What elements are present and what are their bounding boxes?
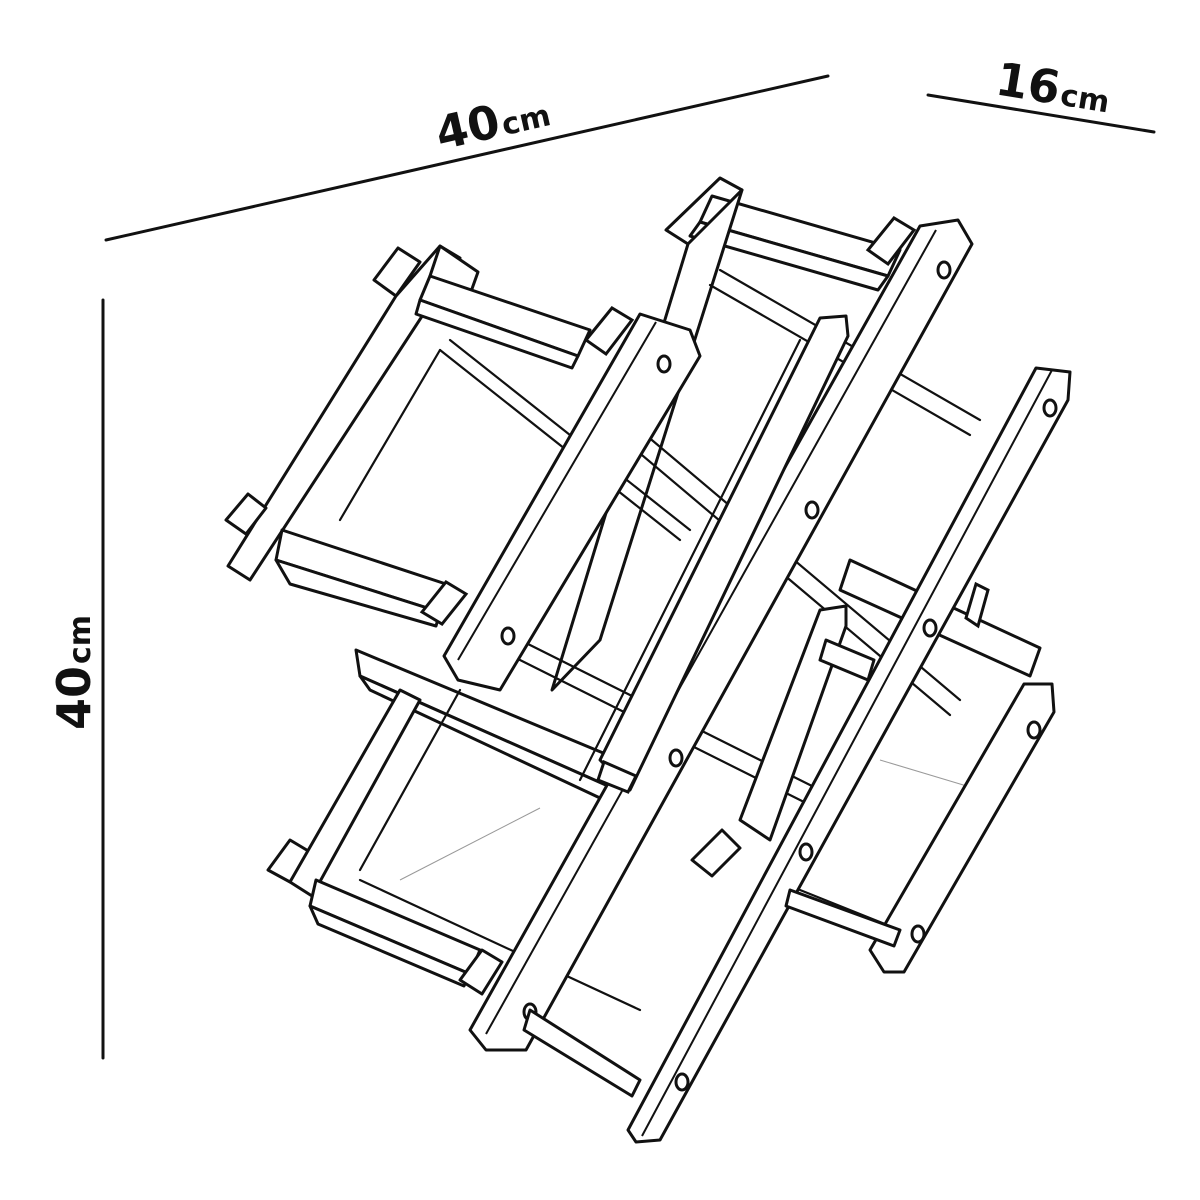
lower-rail-e-joint <box>818 638 876 682</box>
front-rail-c-hole-2 <box>922 618 938 638</box>
right-wing-bottom-crossbar <box>784 888 902 948</box>
depth-dimension: 16cm <box>926 52 1156 134</box>
rack-front-bottom-slat <box>522 759 642 1098</box>
width-unit: cm <box>498 98 554 143</box>
lower-left-bottom-crossbar-side <box>308 904 472 988</box>
left-wing-top-crossbar-side <box>414 298 580 370</box>
front-rail-a-body <box>442 312 702 692</box>
front-rail-a-bottom-peg <box>419 580 469 626</box>
left-wing-inner-rail <box>338 348 442 522</box>
rack-left-wing <box>224 244 622 800</box>
middle-rail-d-shadow <box>578 338 802 782</box>
front-rail-c-hole-1 <box>1042 398 1058 418</box>
front-rail-c-hole-4 <box>674 1072 690 1092</box>
front-rail-b-hole-2 <box>804 500 820 520</box>
depth-dimension-label: 16cm <box>992 52 1114 124</box>
rack-lower-rail-e <box>738 604 876 842</box>
brace-1 <box>438 348 682 542</box>
left-wing-top-cap <box>372 246 422 298</box>
rack-lower-left-frame <box>266 688 504 996</box>
front-rail-a-hole-bottom <box>500 626 516 646</box>
height-dimension-label: 40cm <box>47 615 101 730</box>
right-wing-rail <box>868 682 1056 974</box>
depth-dimension-line <box>926 93 1156 134</box>
front-rail-b-hole-1 <box>936 260 952 280</box>
front-rail-a-top-peg <box>583 306 635 357</box>
brace-2b <box>708 283 972 437</box>
right-wing-back-peg <box>964 581 990 629</box>
wine-rack-illustration <box>224 176 1072 1144</box>
left-wing-mid-cap <box>224 492 268 536</box>
right-wing-hole-bottom <box>910 924 926 944</box>
front-rail-c-body <box>626 366 1072 1144</box>
front-rail-c-hole-3 <box>798 842 814 862</box>
front-rail-b-hole-3 <box>668 748 684 768</box>
front-rail-a-hole-top <box>656 354 672 374</box>
rack-front-rail-a <box>419 306 702 692</box>
front-bottom-peg <box>596 759 639 794</box>
rack-right-wing <box>784 581 1056 974</box>
rack-front-rail-b <box>468 216 974 1052</box>
depth-value: 16 <box>992 52 1064 116</box>
hairline-1 <box>399 807 541 881</box>
back-top-crossbar-side <box>688 220 890 292</box>
height-dimension: 40cm <box>47 298 105 1060</box>
height-value: 40 <box>47 666 101 730</box>
front-rail-b-edge <box>485 229 937 1035</box>
right-wing-hole-top <box>1026 720 1042 740</box>
width-dimension: 40cm <box>104 74 830 242</box>
lower-left-outer-rail <box>288 688 422 898</box>
back-bottom-peg <box>690 828 742 878</box>
width-dimension-line <box>104 74 830 242</box>
hairline-2 <box>879 759 981 791</box>
depth-unit: cm <box>1058 78 1112 120</box>
lower-rail-e-body <box>738 604 848 842</box>
front-bottom-slat <box>522 1008 642 1098</box>
front-rail-b-top-peg <box>865 216 917 267</box>
rack-front-rail-c <box>626 366 1072 1144</box>
brace-4 <box>358 878 642 1012</box>
height-unit: cm <box>63 615 98 664</box>
front-rail-c-edge <box>641 369 1053 1137</box>
left-wing-low-crossbar-side <box>274 558 442 628</box>
front-rail-b-body <box>468 218 974 1052</box>
brace-2 <box>718 268 982 422</box>
front-rail-a-edge <box>457 321 657 661</box>
width-dimension-label: 40cm <box>430 83 554 161</box>
lower-left-foot <box>458 948 504 996</box>
lower-left-inner-rail <box>358 688 462 872</box>
